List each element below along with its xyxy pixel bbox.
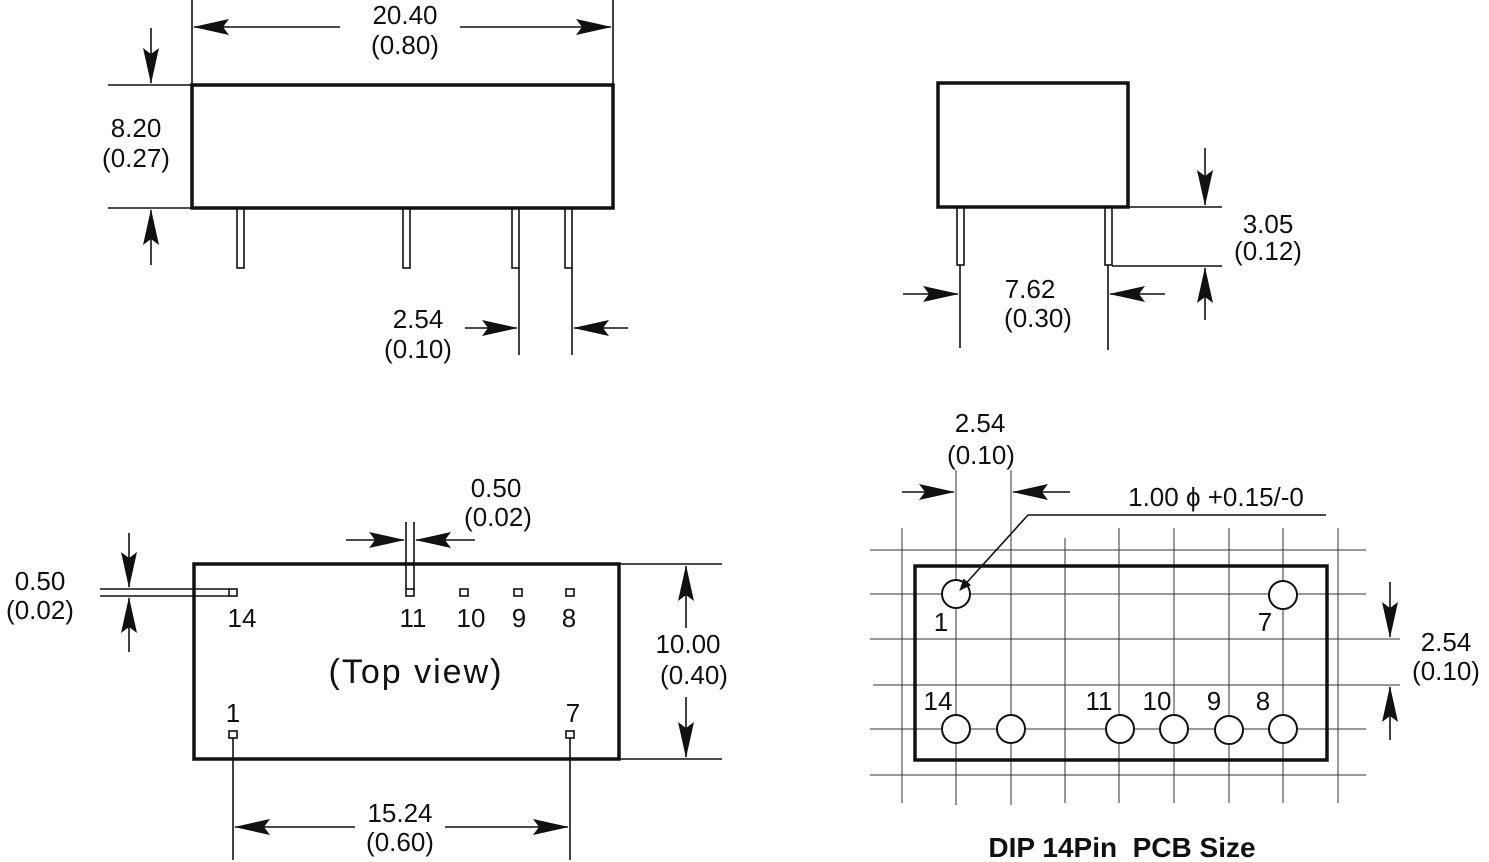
- module-body-side: [190, 83, 615, 210]
- pitch-dim-in: (0.10): [384, 334, 452, 364]
- pcb-title: DIP 14Pin PCB Size: [988, 832, 1255, 862]
- pin-label: 9: [512, 603, 526, 633]
- row-spacing-dim: 7.62: [1005, 274, 1056, 304]
- width-dim-in: (0.40): [660, 660, 728, 690]
- pin-length-dim-in: (0.12): [1234, 236, 1302, 266]
- pitch-dim: 2.54: [393, 304, 444, 334]
- end-view: 3.05 (0.12) 7.62 (0.30): [903, 81, 1302, 350]
- row-pitch-dim: 2.54: [1421, 627, 1472, 657]
- pcb-pitch-dim: 2.54: [955, 408, 1006, 438]
- pin-label: 10: [457, 603, 486, 633]
- pin-label: 7: [1258, 607, 1272, 637]
- pcb-grid: [870, 470, 1400, 805]
- width-dim: 10.00: [655, 629, 720, 659]
- top-view-label: (Top view): [329, 653, 504, 691]
- pin-width-dim: 0.50: [471, 473, 522, 503]
- side-view: 20.40 (0.80) 8.20 (0.27) 2.54 (0.10): [102, 0, 628, 364]
- pin-label: 1: [934, 607, 948, 637]
- length-dim-in: (0.80): [371, 30, 439, 60]
- height-dim: 8.20: [111, 113, 162, 143]
- row-spacing-dim-in: (0.30): [1004, 303, 1072, 333]
- pin-label: 14: [924, 686, 953, 716]
- pin-label: 14: [228, 603, 257, 633]
- height-dim-in: (0.27): [102, 143, 170, 173]
- hole-leader-line: [959, 514, 1326, 591]
- side-pins: [236, 207, 573, 269]
- pcb-pitch-dim-in: (0.10): [947, 440, 1015, 470]
- pin-label: 1: [226, 698, 240, 728]
- pin-thickness-dim: 0.50: [15, 566, 66, 596]
- pcb-layout: 1 7 14 11 10 9 8 2.54 (0.10) 1.00 ϕ +0.1…: [870, 408, 1480, 862]
- pin-label: 7: [566, 698, 580, 728]
- module-body-end: [936, 81, 1130, 209]
- span-dim-in: (0.60): [366, 827, 434, 857]
- length-dim: 20.40: [372, 0, 437, 30]
- pcb-holes: [941, 579, 1298, 745]
- pin-label: 10: [1143, 686, 1172, 716]
- pin-label: 11: [1086, 686, 1113, 716]
- pcb-outline: [913, 564, 1329, 762]
- pin-thickness-dim-in: (0.02): [6, 595, 74, 625]
- pin-label: 8: [1256, 686, 1270, 716]
- pin-label: 8: [562, 603, 576, 633]
- hole-size-dim: 1.00 ϕ +0.15/-0: [1128, 482, 1304, 512]
- pin-label: 11: [400, 603, 427, 633]
- pin-length-dim: 3.05: [1243, 209, 1294, 239]
- pin-width-dim-in: (0.02): [464, 502, 532, 532]
- row-pitch-dim-in: (0.10): [1412, 656, 1480, 686]
- top-view: 14 11 10 9 8 1 7 (Top view) 0.50 (0.02) …: [6, 473, 728, 860]
- pin-label: 9: [1207, 686, 1221, 716]
- span-dim: 15.24: [367, 798, 432, 828]
